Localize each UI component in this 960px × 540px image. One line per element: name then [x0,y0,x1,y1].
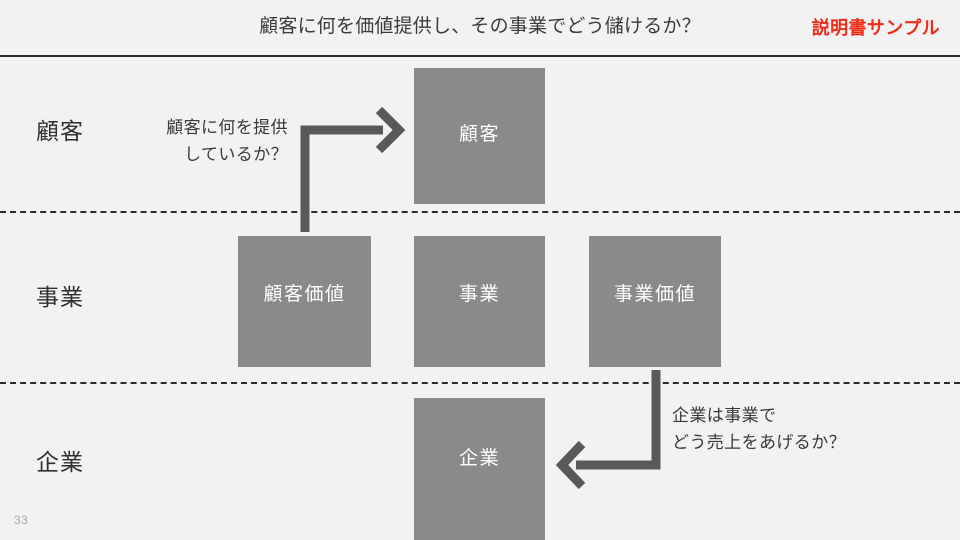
annotation-enterprise-question-line2: どう売上をあげるか？ [672,433,846,452]
page-number: 33 [14,513,29,527]
node-box-customer[interactable]: 顧客 [414,68,545,204]
row-label-business: 事業 [36,284,84,310]
arrow-business-value-to-enterprise [555,370,661,490]
annotation-enterprise-question-line1: 企業は事業で [672,406,777,425]
node-box-business-value[interactable]: 事業価値 [589,236,721,367]
row-label-enterprise: 企業 [36,449,84,475]
annotation-customer-question-line2: しているか？ [184,145,288,164]
annotation-enterprise-question: 企業は事業で どう売上をあげるか？ [672,402,846,456]
node-box-business[interactable]: 事業 [414,236,545,367]
band-divider-business-enterprise [0,382,960,384]
band-divider-customer-business [0,211,960,213]
node-box-business-label: 事業 [458,284,500,305]
sample-badge: 説明書サンプル [811,18,940,38]
annotation-customer-question-line1: 顧客に何を提供 [166,118,288,137]
header-rule [0,55,960,57]
row-label-customer: 顧客 [36,118,84,144]
node-box-business-value-label: 事業価値 [613,284,696,305]
arrow-customer-value-to-customer [300,106,406,232]
node-box-enterprise[interactable]: 企業 [414,398,545,540]
node-box-customer-label: 顧客 [458,124,500,145]
node-box-customer-value[interactable]: 顧客価値 [238,236,371,367]
node-box-enterprise-label: 企業 [458,448,500,469]
annotation-customer-question: 顧客に何を提供 しているか？ [140,114,288,168]
node-box-customer-value-label: 顧客価値 [263,284,346,305]
page-title: 顧客に何を価値提供し、その事業でどう儲けるか？ [259,16,701,37]
